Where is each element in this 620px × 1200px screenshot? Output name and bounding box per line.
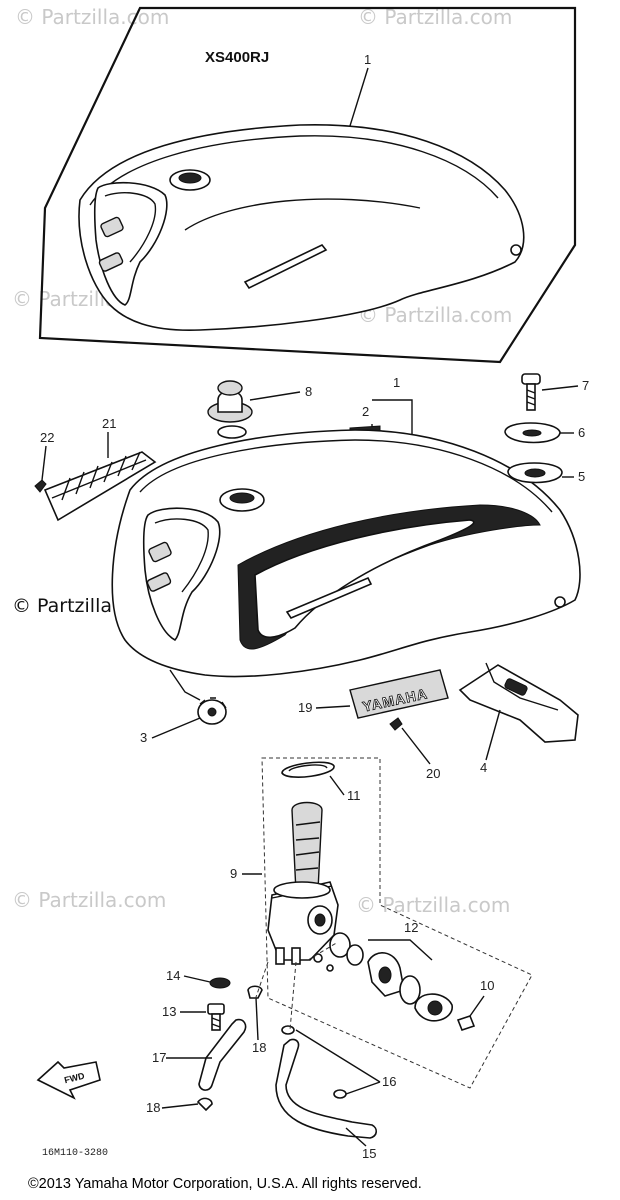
tank-emblem: YAMAHA 19 20: [298, 669, 449, 781]
callout-2: 2: [362, 404, 369, 419]
callout-19: 19: [298, 700, 312, 715]
callout-1: 1: [393, 375, 400, 390]
callout-3: 3: [140, 730, 147, 745]
callout-18a: 18: [252, 1040, 266, 1055]
callout-10: 10: [480, 978, 494, 993]
callout-8: 8: [305, 384, 312, 399]
mount-hardware: 7 6 5: [504, 373, 589, 484]
callout-16: 16: [382, 1074, 396, 1089]
fuel-tank: 1 2: [111, 375, 581, 701]
drain-plug: 3: [140, 697, 227, 745]
fuel-cock-assembly: 9 11 12 10: [146, 757, 533, 1161]
callout-1-top: 1: [364, 52, 371, 67]
callout-20: 20: [426, 766, 440, 781]
side-rubber: 21 22: [34, 416, 157, 522]
front-arrow: FWD: [36, 1060, 101, 1100]
callout-11: 11: [347, 788, 361, 803]
copyright-notice: ©2013 Yamaha Motor Corporation, U.S.A. A…: [28, 1176, 422, 1192]
callout-22: 22: [40, 430, 54, 445]
callout-18b: 18: [146, 1100, 160, 1115]
callout-7: 7: [582, 378, 589, 393]
callout-9: 9: [230, 866, 237, 881]
callout-13: 13: [162, 1004, 176, 1019]
callout-21: 21: [102, 416, 116, 431]
callout-5: 5: [578, 469, 585, 484]
fuel-cap: 8: [207, 380, 312, 439]
callout-4: 4: [480, 760, 487, 775]
callout-15: 15: [362, 1146, 376, 1161]
callout-14: 14: [166, 968, 180, 983]
callout-6: 6: [578, 425, 585, 440]
callout-17: 17: [152, 1050, 166, 1065]
callout-12: 12: [404, 920, 418, 935]
drawing-code: 16M110-3280: [42, 1148, 108, 1159]
rear-bracket: 4: [458, 662, 579, 775]
watermark-low-right: © Partzilla.com: [356, 893, 510, 917]
model-label: XS400RJ: [205, 49, 269, 66]
watermark-low-left: © Partzilla.com: [12, 888, 166, 912]
watermark-mid-right: © Partzilla.com: [358, 303, 512, 327]
front-arrow-label: FWD: [63, 1070, 86, 1085]
tank-variant-frame: XS400RJ 1: [38, 6, 577, 364]
